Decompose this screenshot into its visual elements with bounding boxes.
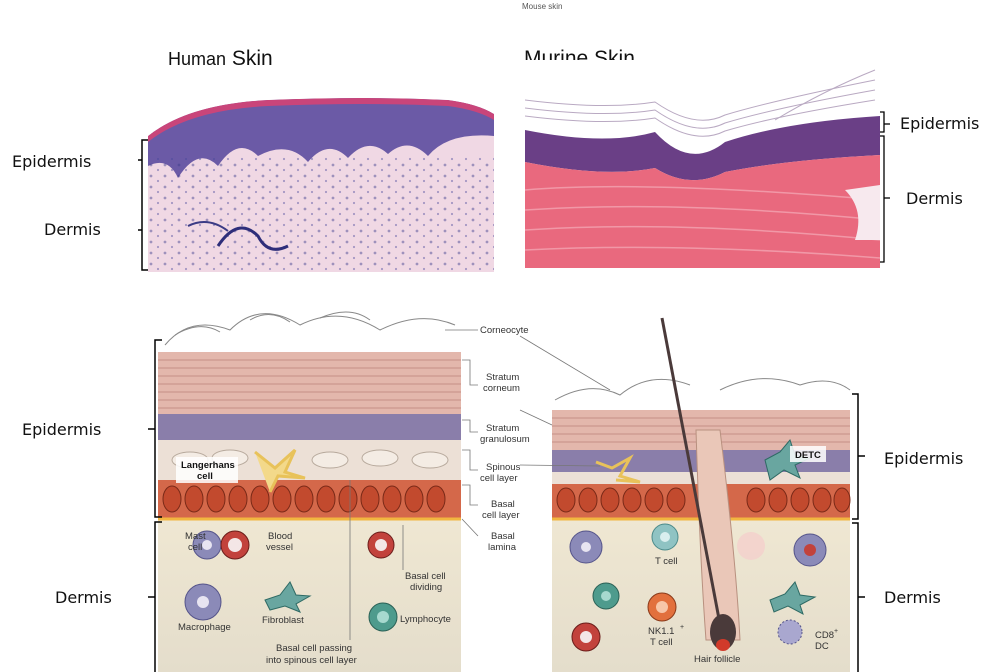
right-skin-block xyxy=(520,318,850,672)
blood-vessel-label-2: vessel xyxy=(266,542,293,553)
t-cell-label: T cell xyxy=(655,556,678,567)
lymphocyte-label: Lymphocyte xyxy=(400,614,451,625)
basal-dividing-label-2: dividing xyxy=(410,582,442,593)
stratum-corneum-label-2: corneum xyxy=(483,383,520,394)
diagram-left-epidermis-label: Epidermis xyxy=(22,420,101,439)
mast-cell-label-1: Mast xyxy=(185,531,206,542)
langerhans-label-1: Langerhans xyxy=(181,460,235,471)
mast-cell-label-2: cell xyxy=(188,542,202,553)
langerhans-label-2: cell xyxy=(197,471,213,482)
diagram-right-dermis-label: Dermis xyxy=(884,588,941,607)
nk-t-cell-label-1: NK1.1 xyxy=(648,626,674,637)
murine-epidermis-label: Epidermis xyxy=(900,114,979,133)
basal-layer-label-2: cell layer xyxy=(482,510,520,521)
cd8-superscript: + xyxy=(834,628,838,635)
basal-passing-label-1: Basal cell passing xyxy=(276,643,352,654)
basal-dividing-label-1: Basal cell xyxy=(405,571,446,582)
corneocyte-label: Corneocyte xyxy=(480,325,529,336)
fibroblast-label: Fibroblast xyxy=(262,615,304,626)
basal-lamina-label-2: lamina xyxy=(488,542,517,553)
diagram-left-dermis-label: Dermis xyxy=(55,588,112,607)
cd8-dc-label-1: CD8 xyxy=(815,630,834,641)
cd8-dc-label-2: DC xyxy=(815,641,829,652)
basal-lamina-label-1: Basal xyxy=(491,531,515,542)
spinous-layer-label-1: Spinous xyxy=(486,462,521,473)
basal-layer-label-1: Basal xyxy=(491,499,515,510)
nk-t-cell-label-2: T cell xyxy=(650,637,673,648)
human-dermis-label: Dermis xyxy=(44,220,101,239)
murine-dermis-label: Dermis xyxy=(906,189,963,208)
stratum-granulosum-label-2: granulosum xyxy=(480,434,530,445)
blood-vessel-label-1: Blood xyxy=(268,531,292,542)
stratum-corneum-label-1: Stratum xyxy=(486,372,519,383)
spinous-layer-label-2: cell layer xyxy=(480,473,518,484)
detc-label: DETC xyxy=(795,450,821,461)
skin-schematic-diagram: Corneocyte Stratum corneum Stratum granu… xyxy=(0,300,992,672)
macrophage-label: Macrophage xyxy=(178,622,231,633)
diagram-right-epidermis-label: Epidermis xyxy=(884,449,963,468)
stratum-granulosum-label-1: Stratum xyxy=(486,423,519,434)
human-epidermis-label: Epidermis xyxy=(12,152,91,171)
nk-superscript: + xyxy=(680,624,684,631)
hair-follicle-label: Hair follicle xyxy=(694,654,740,665)
basal-passing-label-2: into spinous cell layer xyxy=(266,655,357,666)
